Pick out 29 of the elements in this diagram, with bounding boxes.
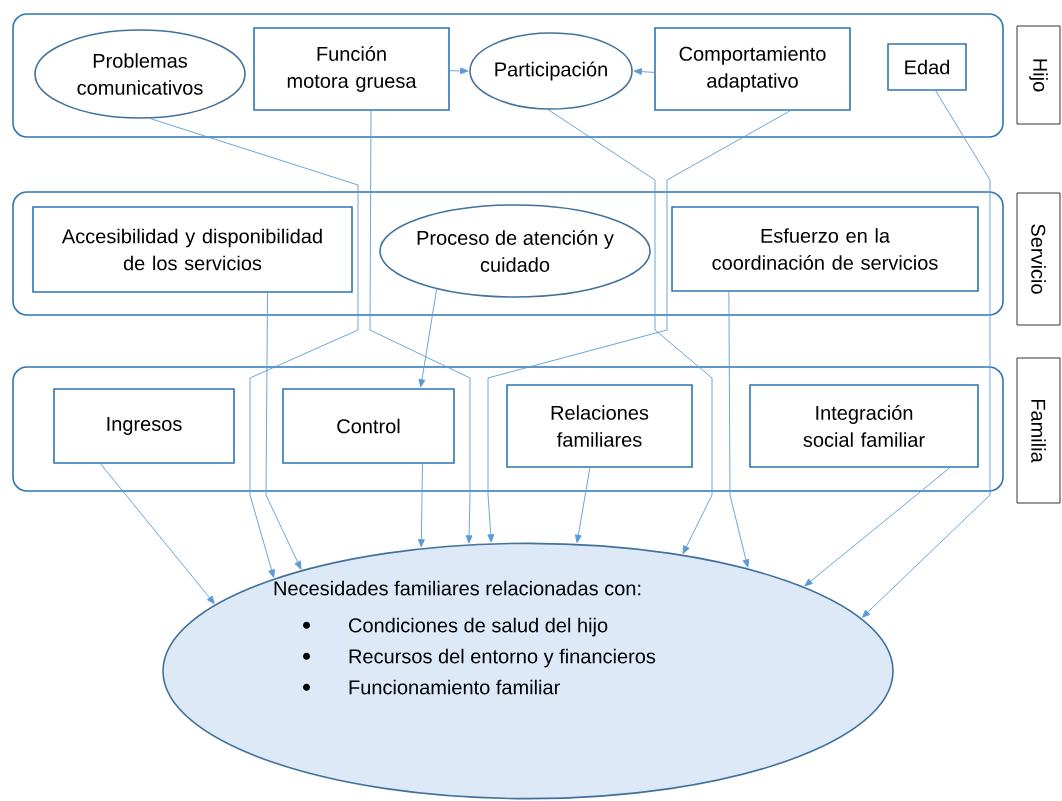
group-band [12,191,1004,316]
arrow [418,288,438,388]
arrow [265,292,302,570]
factor-box: Accesibilidad y disponibilidad de los servicios [32,206,353,293]
factor-box: Integración social familiar [749,384,979,468]
arrow [633,68,655,75]
side-label-box: Servicio [1016,192,1061,326]
arrow [417,463,425,548]
group-band [12,366,1004,492]
arrow [728,291,750,568]
factor-box: Función motora gruesa [253,27,450,111]
side-label-box: Familia [1016,357,1061,504]
factor-box: Ingresos [53,388,235,464]
arrow [547,109,713,554]
arrow [449,67,469,75]
factor-box: Comportamiento adaptativo [654,27,851,111]
factor-box: Control [282,388,455,464]
arrow [100,463,215,604]
factor-box: Edad [887,43,967,91]
factor-box: Relaciones familiares [506,384,693,468]
arrow [487,110,791,543]
arrow [861,90,991,618]
arrow [804,467,951,587]
group-band [12,13,1004,138]
factor-box: Esfuerzo en la coordinación de servicios [671,206,979,292]
arrow [149,118,359,578]
arrow [369,110,473,544]
side-label-box: Hijo [1016,25,1061,125]
arrow [574,467,591,543]
